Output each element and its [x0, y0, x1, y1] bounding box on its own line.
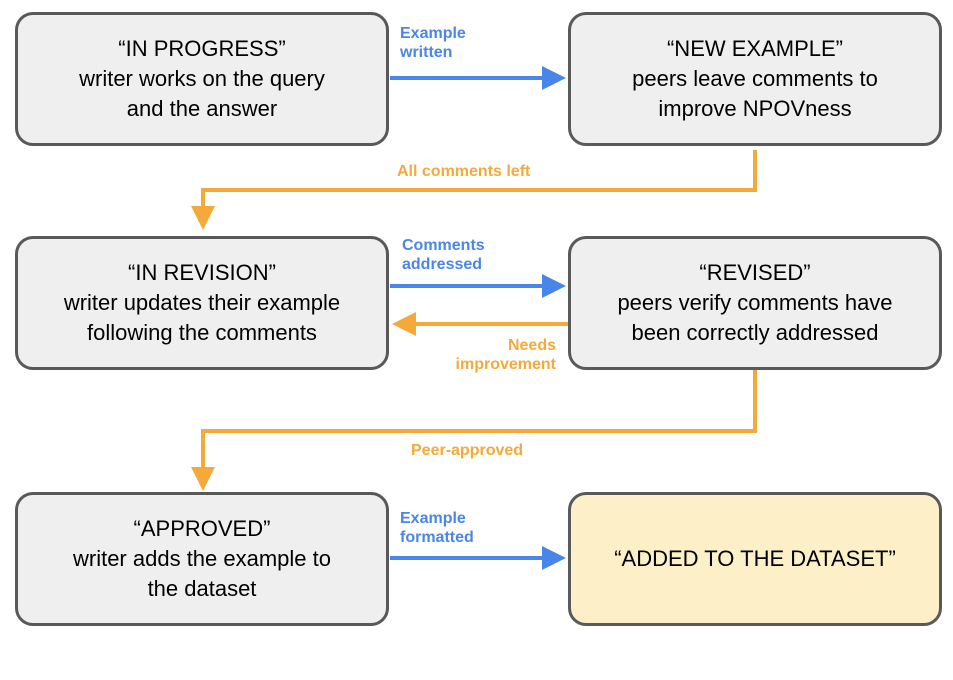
arrowhead-example-written — [542, 66, 566, 90]
state-description-line: peers verify comments have — [617, 290, 893, 315]
label-example-formatted: Example formatted — [400, 509, 474, 547]
state-description-line: the dataset — [147, 576, 257, 601]
label-line: written — [400, 44, 453, 61]
state-approved: “APPROVED” writer adds the example to th… — [15, 492, 389, 626]
label-line: Needs — [507, 337, 556, 354]
state-new-example: “NEW EXAMPLE” peers leave comments to im… — [568, 12, 942, 146]
label-example-written: Example written — [400, 24, 466, 62]
arrowhead-example-formatted — [542, 546, 566, 570]
state-title: “IN PROGRESS” — [118, 36, 286, 61]
state-description-line: following the comments — [87, 320, 317, 345]
state-description-line: writer updates their example — [63, 290, 341, 315]
label-peer-approved: Peer-approved — [411, 441, 523, 460]
label-needs-improvement: Needs improvement — [432, 336, 556, 374]
label-line: Example — [400, 25, 466, 42]
label-line: Comments — [402, 237, 485, 254]
arrow-all-comments-left — [201, 150, 757, 222]
state-title: “REVISED” — [699, 260, 811, 285]
state-title: “ADDED TO THE DATASET” — [614, 546, 896, 571]
label-comments-addressed: Comments addressed — [402, 236, 485, 274]
label-line: Peer-approved — [411, 442, 524, 459]
state-in-progress: “IN PROGRESS” writer works on the query … — [15, 12, 389, 146]
state-description-line: writer adds the example to — [72, 546, 332, 571]
label-line: addressed — [402, 256, 483, 273]
arrowhead-needs-improvement — [392, 312, 416, 336]
state-description-line: peers leave comments to — [632, 66, 878, 91]
label-all-comments-left: All comments left — [397, 162, 530, 181]
label-line: All comments left — [397, 163, 531, 180]
label-line: improvement — [455, 356, 556, 373]
label-line: formatted — [400, 529, 474, 546]
state-added-to-dataset: “ADDED TO THE DATASET” — [568, 492, 942, 626]
state-in-revision: “IN REVISION” writer updates their examp… — [15, 236, 389, 370]
state-description-line: writer works on the query — [79, 66, 325, 91]
state-description-line: and the answer — [126, 96, 278, 121]
arrowhead-peer-approved — [191, 467, 215, 491]
state-title: “APPROVED” — [133, 516, 271, 541]
state-description-line: been correctly addressed — [631, 320, 879, 345]
arrow-peer-approved — [201, 368, 757, 483]
state-title: “IN REVISION” — [128, 260, 276, 285]
arrowhead-comments-addressed — [542, 274, 566, 298]
state-revised: “REVISED” peers verify comments have bee… — [568, 236, 942, 370]
state-description-line: improve NPOVness — [658, 96, 852, 121]
label-line: Example — [400, 510, 466, 527]
state-title: “NEW EXAMPLE” — [666, 36, 844, 61]
arrowhead-all-comments-left — [191, 206, 215, 230]
